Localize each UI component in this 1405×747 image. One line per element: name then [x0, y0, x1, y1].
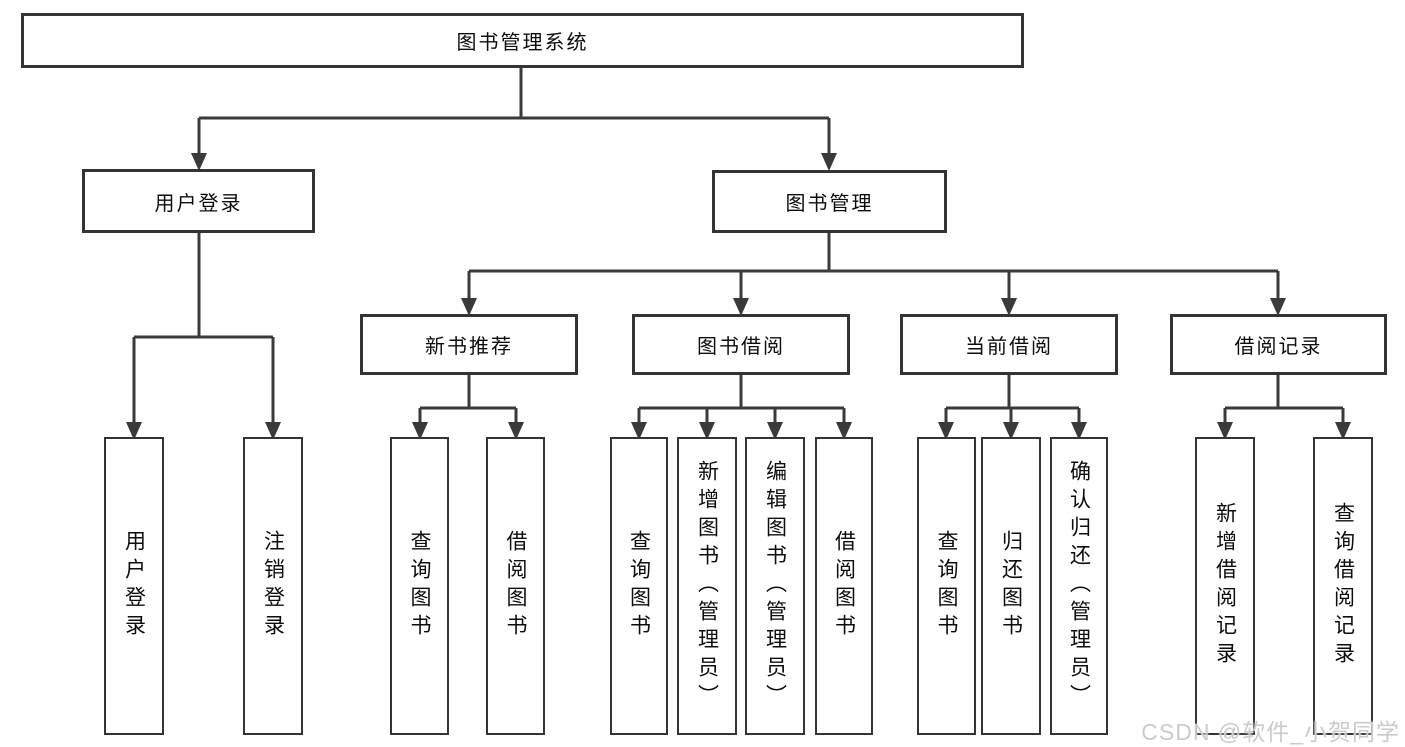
- leaf-add-borrow-record-label: 新增借阅记录: [1213, 502, 1237, 670]
- leaf-confirm-return-admin: 确认归还（管理员）: [1050, 437, 1108, 735]
- node-book-borrow-label: 图书借阅: [697, 336, 785, 358]
- node-user-login-label: 用户登录: [154, 192, 243, 215]
- leaf-add-book-admin-label: 新增图书（管理员）: [695, 460, 719, 712]
- node-borrow-records: 借阅记录: [1170, 314, 1387, 375]
- leaf-query-books-recommend: 查询图书: [390, 437, 449, 735]
- leaf-borrow-books-borrow: 借阅图书: [815, 437, 873, 735]
- leaf-query-books-current-label: 查询图书: [935, 530, 958, 642]
- node-book-management: 图书管理: [712, 170, 947, 233]
- leaf-return-book: 归还图书: [981, 437, 1041, 735]
- leaf-borrow-books-recommend: 借阅图书: [486, 437, 545, 735]
- leaf-confirm-return-admin-label: 确认归还（管理员）: [1067, 460, 1091, 712]
- node-user-login: 用户登录: [82, 169, 315, 233]
- leaf-return-book-label: 归还图书: [999, 530, 1023, 642]
- leaf-user-login-label: 用户登录: [122, 530, 146, 642]
- node-root: 图书管理系统: [21, 13, 1024, 68]
- node-book-borrow: 图书借阅: [632, 314, 850, 375]
- leaf-edit-book-admin: 编辑图书（管理员）: [745, 437, 805, 735]
- leaf-query-books-borrow-label: 查询图书: [627, 530, 651, 642]
- leaf-edit-book-admin-label: 编辑图书（管理员）: [763, 460, 787, 712]
- leaf-logout: 注销登录: [243, 437, 303, 735]
- leaf-borrow-books-borrow-label: 借阅图书: [832, 530, 856, 642]
- watermark: CSDN @软件_小贺同学: [1141, 719, 1400, 745]
- leaf-query-borrow-record-label: 查询借阅记录: [1331, 502, 1355, 670]
- leaf-logout-label: 注销登录: [261, 530, 285, 642]
- node-current-borrow-label: 当前借阅: [965, 336, 1053, 358]
- node-new-book-recommend-label: 新书推荐: [425, 336, 513, 358]
- node-book-management-label: 图书管理: [785, 193, 874, 215]
- leaf-query-borrow-record: 查询借阅记录: [1313, 437, 1373, 735]
- node-current-borrow: 当前借阅: [900, 314, 1118, 375]
- node-new-book-recommend: 新书推荐: [360, 314, 578, 375]
- leaf-user-login: 用户登录: [104, 437, 164, 735]
- node-borrow-records-label: 借阅记录: [1234, 336, 1323, 358]
- leaf-query-books-current: 查询图书: [917, 437, 976, 735]
- node-root-label: 图书管理系统: [456, 32, 589, 54]
- leaf-borrow-books-recommend-label: 借阅图书: [504, 530, 527, 642]
- leaf-add-borrow-record: 新增借阅记录: [1195, 437, 1255, 735]
- leaf-query-books-borrow: 查询图书: [610, 437, 668, 735]
- leaf-query-books-recommend-label: 查询图书: [408, 530, 431, 642]
- leaf-add-book-admin: 新增图书（管理员）: [677, 437, 737, 735]
